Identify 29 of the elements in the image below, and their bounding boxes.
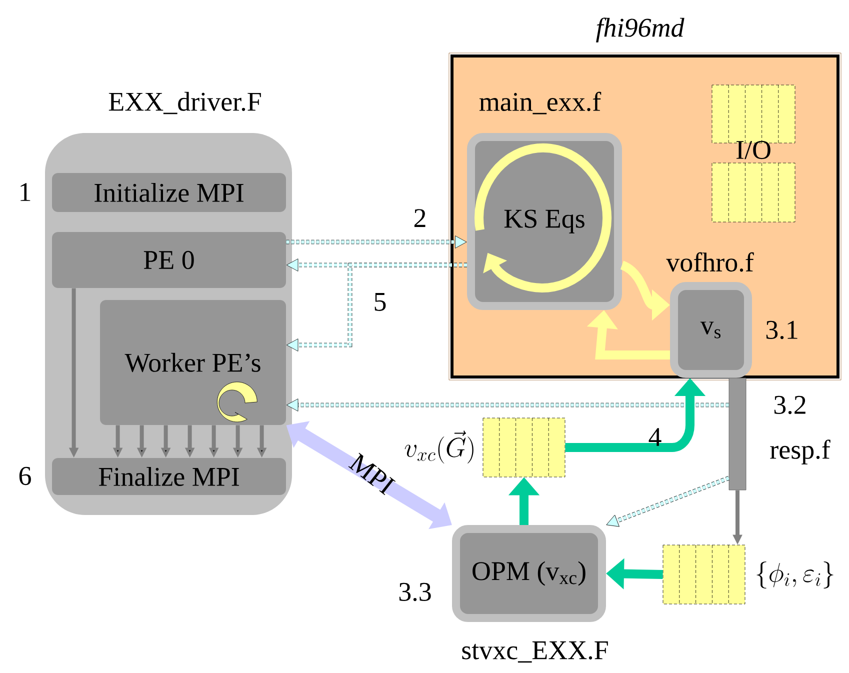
heading: stvxc_EXX.F (462, 641, 608, 663)
edge-label: 2 (414, 209, 426, 227)
step-number: resp.f (770, 440, 830, 464)
formula-label: $\{\phi_i,\varepsilon_i\}$ (756, 562, 834, 589)
data-stack: I/O (712, 84, 796, 222)
step-number: 1 (20, 183, 30, 201)
process-box: Initialize MPI (52, 173, 286, 212)
dashed-arrow (606, 476, 730, 527)
dashed-arrow (286, 236, 467, 248)
heading: main_exx.f (479, 92, 602, 114)
node-label: I/O (736, 140, 770, 160)
heading: fhi96md (596, 18, 684, 42)
heading: vofhro.f (666, 252, 754, 272)
step-number: 3.2 (774, 396, 806, 414)
heading: EXX_driver.F (108, 92, 261, 114)
edge-label: MPI (348, 452, 396, 496)
dashed-arrow (286, 262, 467, 352)
step-number: 6 (19, 466, 31, 486)
edge-label: 4 (648, 428, 662, 446)
dashed-arrow (286, 398, 729, 412)
process-box: OPM (v$_{xc}$) (452, 525, 606, 622)
process-box: v$_{s}$ (670, 282, 752, 378)
edge-label: 5 (374, 293, 386, 311)
formula-label: $v_{xc}(\vec{G})$ (404, 430, 474, 464)
step-number: 3.3 (399, 582, 431, 602)
process-box: PE 0 (52, 232, 286, 288)
step-number: 3.1 (766, 320, 798, 340)
process-box: Finalize MPI (52, 458, 286, 495)
process-box: Worker PE’s (100, 300, 286, 425)
